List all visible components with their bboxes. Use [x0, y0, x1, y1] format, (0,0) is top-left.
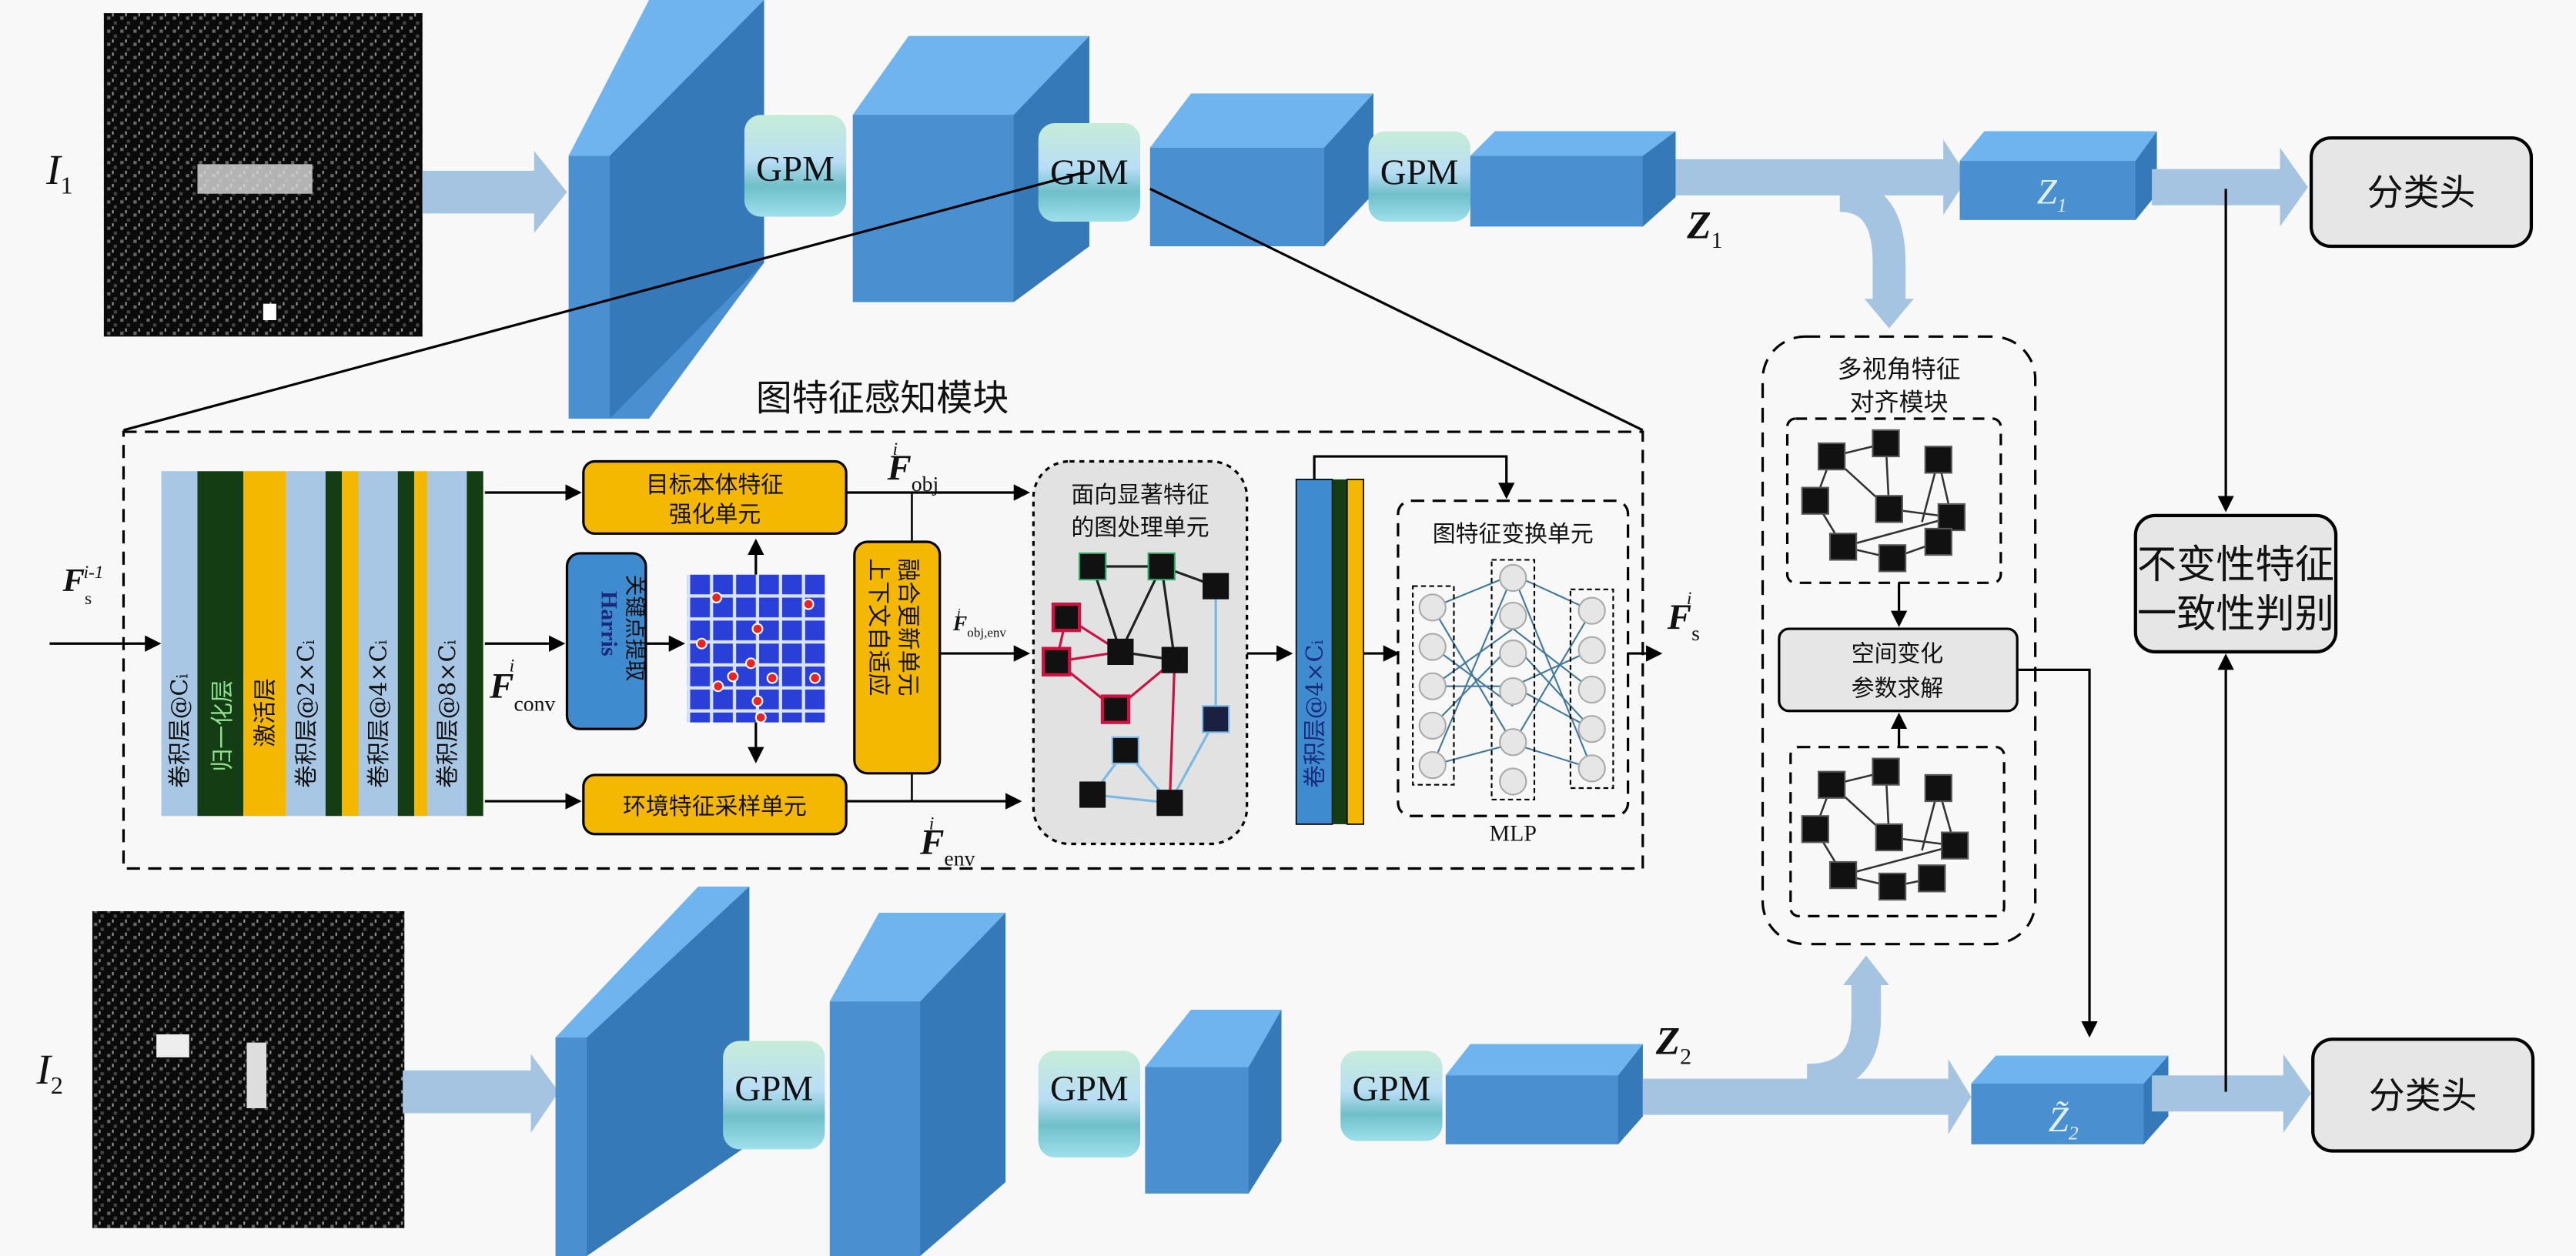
zoom-line-left	[123, 171, 1085, 432]
encoder-block-1-bottom	[555, 887, 750, 1256]
svg-text:空间变化: 空间变化	[1852, 641, 1943, 668]
z2-aligned-feature-block: Z̃2	[1971, 1055, 2169, 1144]
gpm-module-bottom-2: GPM	[1038, 1051, 1140, 1157]
layer-label-conv2: 卷积层@2×Ci	[293, 640, 320, 788]
input-label-2: I2	[35, 1046, 62, 1099]
multi-view-alignment-module: 多视角特征 对齐模块 空间变化 参数求解	[1761, 335, 2037, 946]
mlp-label: MLP	[1490, 820, 1537, 846]
gpm-module-top-3: GPM	[1368, 131, 1470, 222]
input-image-1	[103, 13, 423, 337]
encoder-block-2-bottom	[829, 913, 1006, 1256]
skip-connection-arrow	[1313, 455, 1515, 499]
svg-text:对齐模块: 对齐模块	[1850, 387, 1949, 416]
z1-feature-block: Z1	[1959, 131, 2157, 220]
graph-processing-unit: 面向显著特征 的图处理单元	[1032, 459, 1249, 846]
flow-arrow-z2	[1642, 955, 1972, 1135]
spatial-param-solver: 空间变化 参数求解	[1778, 627, 2019, 713]
flow-arrow-to-head-2	[2152, 1054, 2312, 1133]
svg-text:图特征变换单元: 图特征变换单元	[1433, 521, 1594, 548]
keypoint-heatmap	[687, 574, 825, 723]
svg-text:GPM: GPM	[1380, 152, 1459, 192]
env-feature-label: Fenvi	[919, 813, 975, 870]
graph-module-frame	[122, 430, 1644, 870]
layer-label-conv1: 卷积层@Ci	[167, 674, 194, 788]
layer-label-norm: 归一化层	[209, 680, 236, 771]
gpm-module-bottom-3: GPM	[1340, 1051, 1443, 1141]
gpm-module-top-1: GPM	[744, 115, 847, 217]
consistency-discriminator: 不变性特征 一致性判别	[2133, 513, 2338, 654]
classifier-head-2[interactable]: 分类头	[2311, 1037, 2535, 1153]
svg-text:分类头: 分类头	[2369, 1075, 2477, 1117]
layer-label-activation: 激活层	[253, 678, 279, 747]
gpm-module-top-2: GPM	[1038, 123, 1140, 222]
svg-text:面向显著特征: 面向显著特征	[1071, 482, 1209, 509]
svg-text:GPM: GPM	[1050, 152, 1129, 192]
layer-label-conv4: 卷积层@4×Ci	[366, 640, 393, 788]
obj-feature-label: Fobji	[886, 439, 938, 496]
env-sampling-unit: 环境特征采样单元	[582, 773, 848, 836]
flow-arrow-input-2	[403, 1054, 559, 1133]
svg-text:GPM: GPM	[734, 1068, 813, 1108]
output-conv-layer: 卷积层@4×Ci	[1295, 479, 1364, 825]
svg-text:参数求解: 参数求解	[1852, 676, 1943, 703]
flow-arrow-to-head-1	[2152, 148, 2308, 227]
zoom-line-right	[1149, 187, 1644, 432]
solver-to-z2-arrow	[2017, 668, 2098, 1038]
svg-text:上下文自适应: 上下文自适应	[865, 558, 892, 696]
svg-text:GPM: GPM	[756, 149, 835, 189]
z2-label: Z2	[1655, 1020, 1691, 1070]
classifier-head-1[interactable]: 分类头	[2309, 136, 2534, 249]
layer-label-conv8: 卷积层@8×Ci	[434, 640, 461, 788]
input-label-1: I1	[45, 146, 72, 199]
input-feature-label: Fsi-1	[62, 563, 104, 609]
input-image-2	[92, 911, 405, 1228]
encoder-block-3-bottom	[1145, 1010, 1282, 1194]
svg-text:不变性特征: 不变性特征	[2137, 542, 2334, 588]
svg-text:Harris: Harris	[596, 591, 621, 656]
object-enhance-unit: 目标本体特征 强化单元	[582, 459, 848, 535]
svg-text:环境特征采样单元: 环境特征采样单元	[623, 793, 807, 820]
encoder-block-4-top	[1470, 131, 1676, 227]
svg-text:目标本体特征: 目标本体特征	[646, 472, 784, 499]
svg-text:融合更新单元: 融合更新单元	[895, 558, 922, 696]
svg-text:的图处理单元: 的图处理单元	[1071, 514, 1209, 541]
conv-layer-stack: 卷积层@Ci 归一化层 激活层 卷积层@2×Ci 卷积层@4×Ci 卷积层@8×…	[161, 471, 483, 817]
objenv-feature-label: Fobj,envi	[952, 606, 1007, 640]
svg-text:强化单元: 强化单元	[669, 501, 761, 528]
svg-text:多视角特征: 多视角特征	[1838, 355, 1961, 384]
svg-text:一致性判别: 一致性判别	[2137, 591, 2334, 637]
encoder-block-4-bottom	[1445, 1044, 1643, 1144]
output-feature-label: Fsi	[1667, 589, 1700, 645]
graph-bottom-nodes	[1801, 757, 1969, 901]
flow-arrow-input-1	[422, 151, 567, 233]
graph-module-title: 图特征感知模块	[756, 377, 1009, 419]
flow-arrow-z1	[1675, 139, 1969, 329]
svg-text:分类头: 分类头	[2367, 172, 2476, 215]
svg-text:关键点提取: 关键点提取	[622, 575, 647, 682]
gpm-module-bottom-1: GPM	[723, 1041, 825, 1150]
svg-text:GPM: GPM	[1050, 1068, 1129, 1108]
conv-feature-label: Fconvi	[489, 656, 555, 716]
svg-text:卷积层@4×Ci: 卷积层@4×Ci	[1302, 640, 1329, 788]
graph-transform-unit: 图特征变换单元 MLP	[1397, 499, 1630, 846]
z1-box-label: Z1	[2037, 172, 2067, 217]
z2-box-label: Z̃2	[2049, 1100, 2079, 1144]
graph-top-nodes	[1801, 429, 1965, 573]
harris-keypoint-unit: Harris 关键点提取	[565, 552, 647, 730]
encoder-block-3-top	[1149, 93, 1373, 246]
encoder-block-1-top	[568, 0, 764, 419]
svg-text:GPM: GPM	[1353, 1068, 1431, 1108]
context-fusion-unit: 上下文自适应 融合更新单元	[853, 540, 942, 775]
z1-label: Z1	[1686, 203, 1722, 253]
